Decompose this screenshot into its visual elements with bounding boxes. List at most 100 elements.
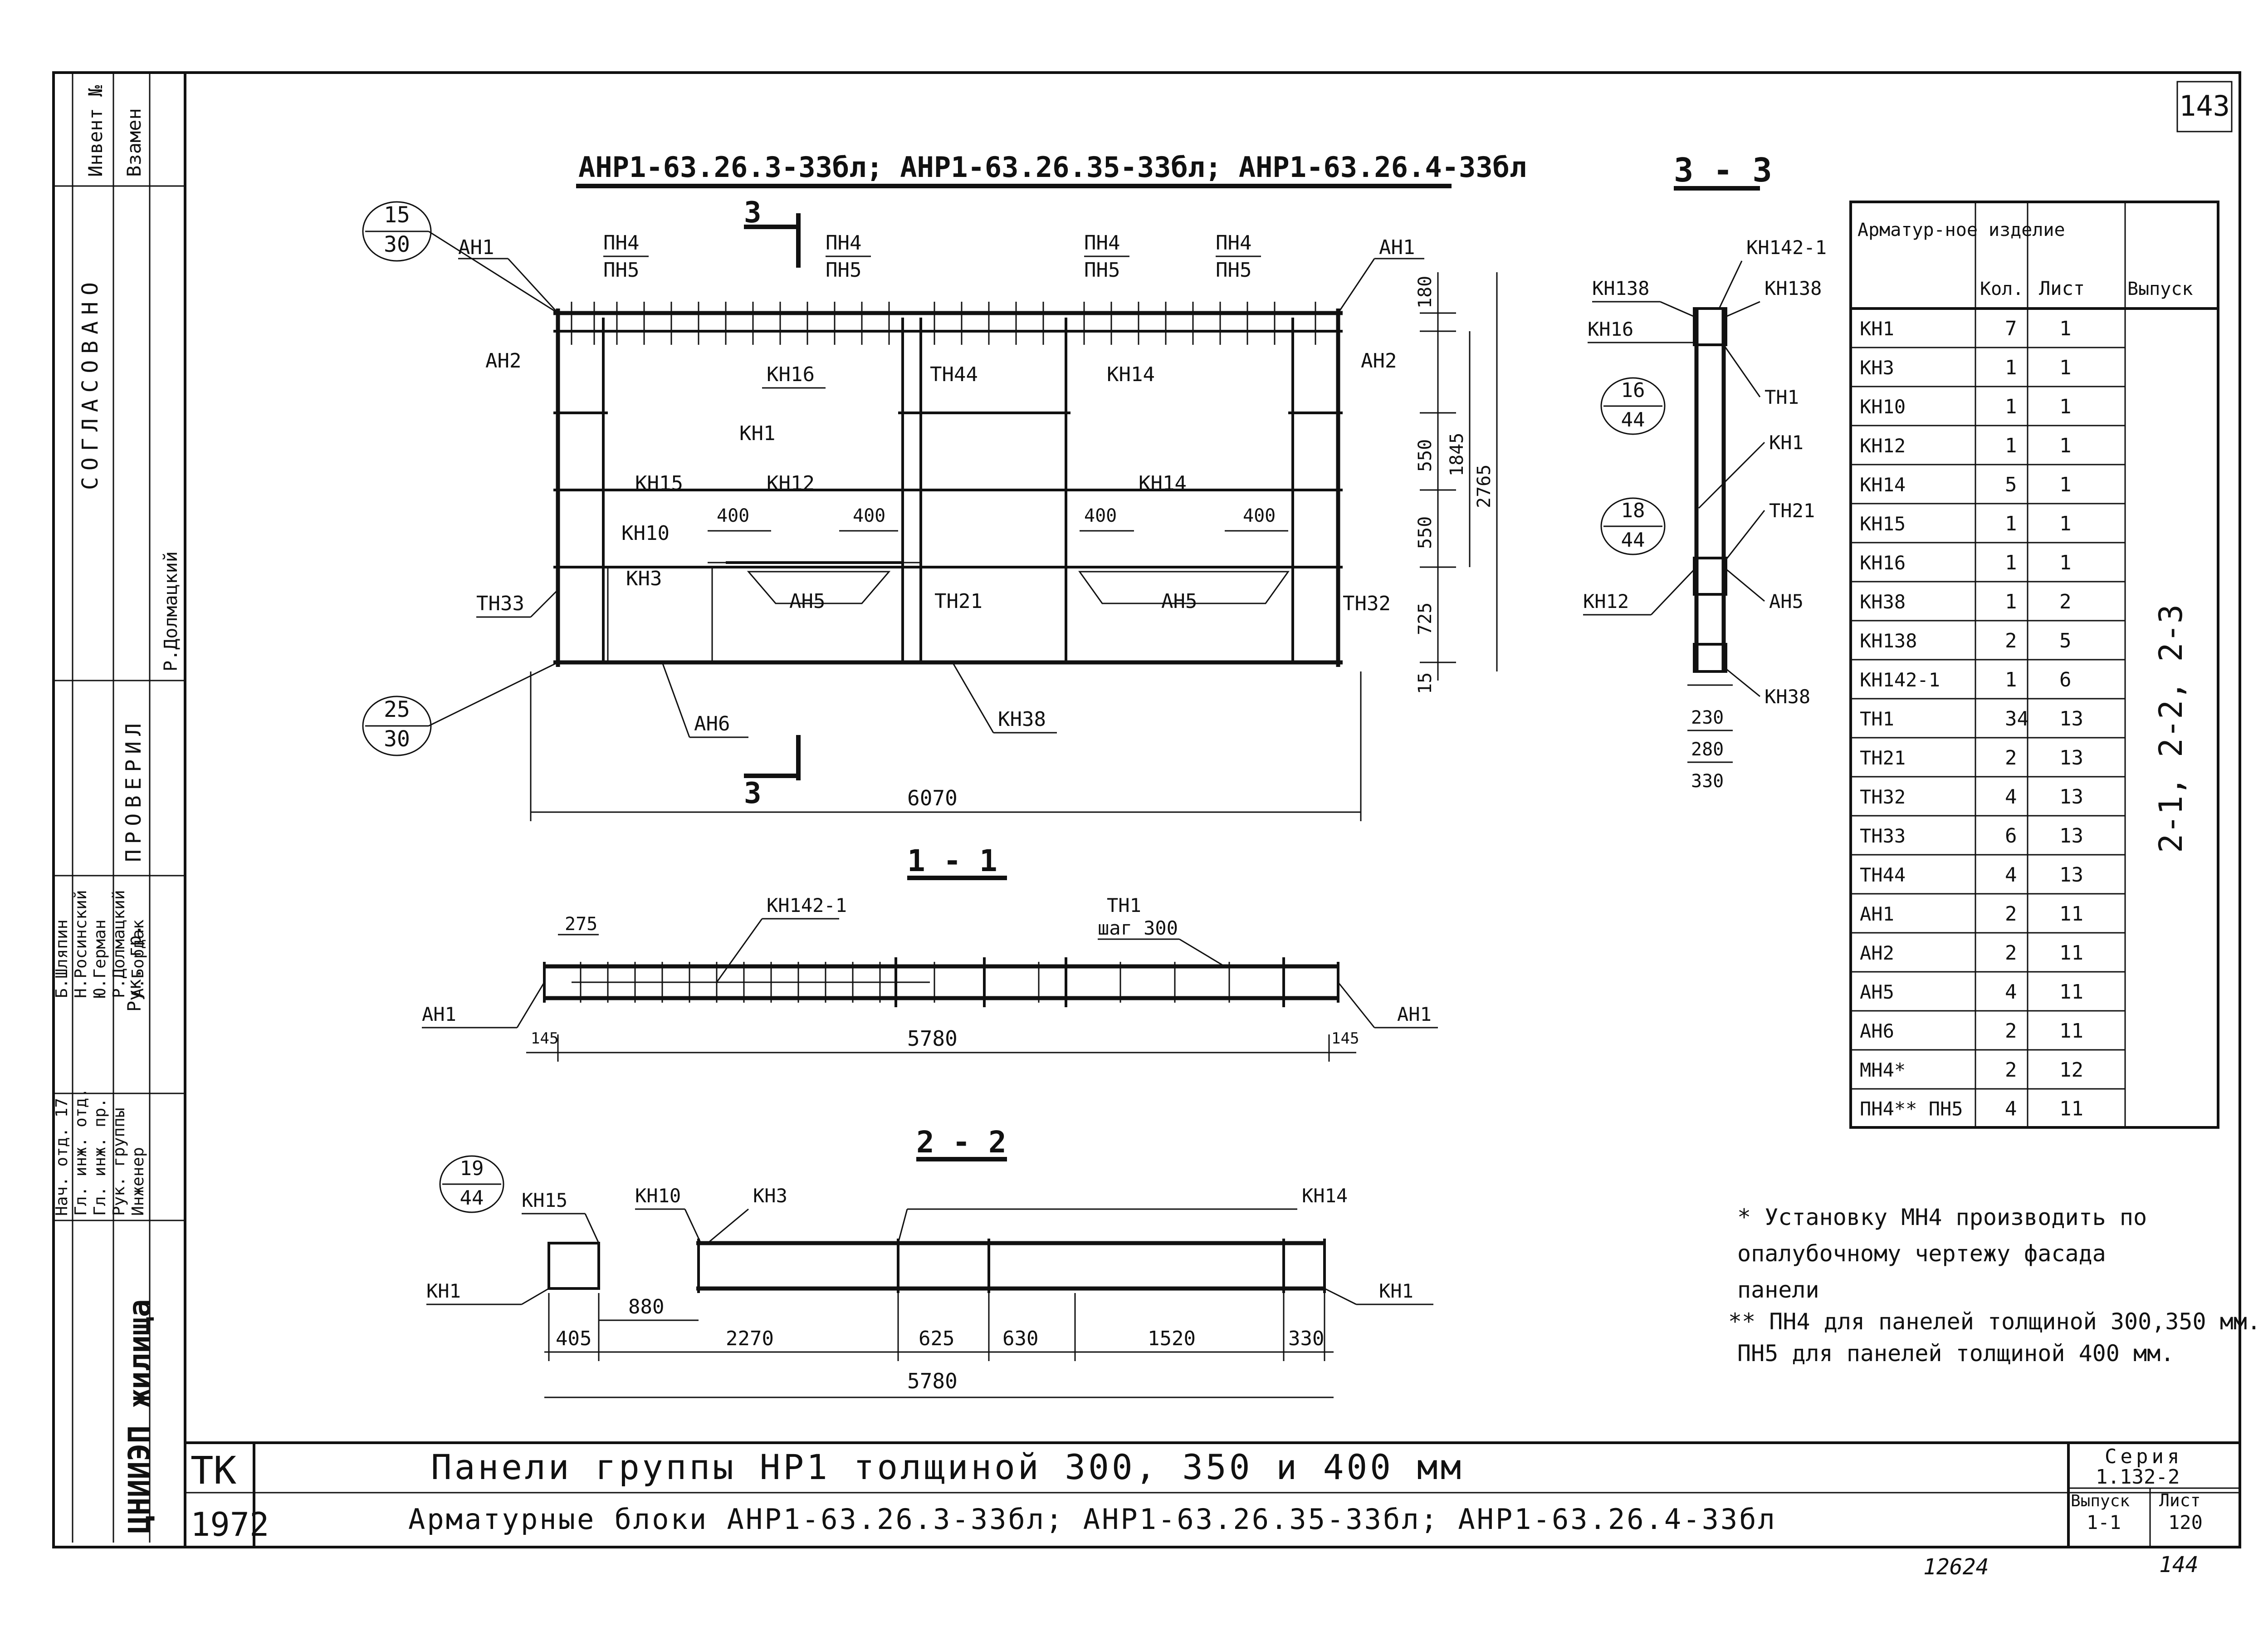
note-1-line-1: * Установку МН4 производить по <box>1737 1204 2147 1230</box>
spec-cell-item: ТН1 <box>1860 708 1894 730</box>
title-line-2: Арматурные блоки АНР1-63.26.3-33бл; АНР1… <box>408 1503 1777 1536</box>
spec-cell-sheet: 1 <box>2059 551 2072 574</box>
elevation-dimensions: 400 400 400 400 180 550 550 725 15 1845 … <box>530 272 1498 821</box>
spec-cell-sheet: 13 <box>2059 824 2083 848</box>
svg-text:550: 550 <box>1415 516 1436 549</box>
svg-text:АН2: АН2 <box>485 349 521 372</box>
spec-cell-item: КН142-1 <box>1860 669 1940 691</box>
svg-text:5780: 5780 <box>907 1369 958 1393</box>
svg-text:Р.Долмацкий: Р.Долмацкий <box>110 890 128 998</box>
svg-text:КН38: КН38 <box>998 708 1046 731</box>
svg-text:ПН4: ПН4 <box>603 231 639 255</box>
checker-role: Рук. гр. <box>124 924 145 1012</box>
svg-text:ПН4: ПН4 <box>826 231 861 255</box>
bottom-stamp-2: 144 <box>2159 1552 2199 1578</box>
spec-cell-qty: 2 <box>2005 1058 2017 1082</box>
spec-cell-qty: 34 <box>2005 707 2029 730</box>
svg-text:ТН21: ТН21 <box>1769 500 1815 522</box>
spec-cell-sheet: 11 <box>2059 902 2083 926</box>
spec-cell-qty: 1 <box>2005 395 2017 418</box>
section-1-1-stirrups <box>580 957 1285 1007</box>
page-number: 143 <box>2179 89 2230 122</box>
spec-cell-item: АН6 <box>1860 1020 1894 1042</box>
elevation-labels: АН1 ПН4 ПН5 ПН4 ПН5 ПН4 ПН5 ПН4 ПН5 АН1 … <box>458 231 1424 738</box>
spec-cell-sheet: 11 <box>2059 980 2083 1004</box>
svg-text:630: 630 <box>1002 1327 1038 1350</box>
svg-text:АН5: АН5 <box>1769 590 1804 612</box>
spec-cell-qty: 5 <box>2005 473 2017 496</box>
top-stirrups <box>571 302 1316 345</box>
svg-text:КН3: КН3 <box>753 1185 787 1207</box>
spec-cell-qty: 4 <box>2005 1097 2017 1121</box>
spec-cell-item: МН4* <box>1860 1059 1906 1081</box>
spec-cell-item: КН14 <box>1860 474 1906 496</box>
svg-text:550: 550 <box>1415 439 1436 472</box>
svg-text:30: 30 <box>384 726 410 752</box>
spec-cell-sheet: 2 <box>2059 590 2072 613</box>
svg-text:Н.Росинский: Н.Росинский <box>72 890 90 998</box>
svg-text:725: 725 <box>1415 603 1436 635</box>
spec-cell-sheet: 1 <box>2059 356 2072 379</box>
svg-text:3: 3 <box>744 777 762 810</box>
svg-text:Ю.Герман: Ю.Герман <box>91 920 109 998</box>
series-value: 1.132-2 <box>2096 1465 2180 1489</box>
spec-cell-item: КН16 <box>1860 552 1906 574</box>
svg-text:18: 18 <box>1621 499 1645 522</box>
svg-text:КН12: КН12 <box>767 472 815 495</box>
signature-names: Б.Шляпин Н.Росинский Ю.Герман Р.Долмацки… <box>53 890 147 998</box>
spec-cell-qty: 2 <box>2005 629 2017 652</box>
svg-text:КН1: КН1 <box>739 422 775 445</box>
spec-cell-item: АН2 <box>1860 942 1894 964</box>
svg-text:25: 25 <box>384 697 410 722</box>
svg-text:ПН5: ПН5 <box>1084 259 1120 282</box>
spec-cell-sheet: 11 <box>2059 941 2083 965</box>
spec-cell-qty: 1 <box>2005 668 2017 691</box>
svg-text:145: 145 <box>1331 1029 1359 1048</box>
svg-text:Б.Шляпин: Б.Шляпин <box>53 920 71 998</box>
svg-text:КН12: КН12 <box>1583 590 1629 612</box>
bottom-stamp: 12624 <box>1923 1554 1989 1580</box>
svg-text:КН16: КН16 <box>1588 318 1633 340</box>
inventory-label: Инвент № <box>84 85 107 177</box>
svg-text:шаг 300: шаг 300 <box>1098 917 1178 939</box>
callout-25-30: 25 30 <box>362 661 558 756</box>
svg-text:Гл. инж. пр.: Гл. инж. пр. <box>91 1098 109 1216</box>
svg-text:ТН32: ТН32 <box>1343 592 1391 615</box>
note-2-line-2: ПН5 для панелей толщиной 400 мм. <box>1737 1340 2174 1367</box>
spec-cell-item: ТН32 <box>1860 786 1906 808</box>
spec-cell-qty: 7 <box>2005 317 2017 340</box>
svg-text:145: 145 <box>531 1029 558 1048</box>
elevation-view: АНР1-63.26.3-33бл; АНР1-63.26.35-33бл; А… <box>362 151 1526 821</box>
svg-text:КН138: КН138 <box>1592 277 1649 299</box>
svg-text:КН15: КН15 <box>635 472 683 495</box>
svg-text:ТН1: ТН1 <box>1765 386 1799 408</box>
callout-15-30: 15 30 <box>362 201 558 314</box>
svg-text:15: 15 <box>1415 672 1436 694</box>
svg-text:АН5: АН5 <box>1161 590 1197 613</box>
checked-label: ПРОВЕРИЛ <box>121 718 146 862</box>
svg-text:2270: 2270 <box>726 1327 774 1350</box>
svg-text:АН1: АН1 <box>458 236 494 259</box>
svg-text:Инженер: Инженер <box>129 1147 147 1216</box>
note-2-line-1: ** ПН4 для панелей толщиной 300,350 мм. <box>1728 1308 2261 1335</box>
svg-text:880: 880 <box>628 1295 664 1318</box>
replaces-label: Взамен <box>123 108 145 177</box>
note-1-line-2: опалубочному чертежу фасада <box>1737 1240 2106 1267</box>
svg-text:КН15: КН15 <box>522 1189 567 1211</box>
svg-text:400: 400 <box>853 505 885 526</box>
svg-text:КН14: КН14 <box>1139 472 1187 495</box>
spec-cell-sheet: 6 <box>2059 668 2072 691</box>
release-value: 1-1 <box>2087 1511 2121 1533</box>
svg-text:330: 330 <box>1691 771 1724 792</box>
svg-text:ТН21: ТН21 <box>934 590 982 613</box>
release-label: Выпуск <box>2071 1492 2130 1510</box>
spec-cell-qty: 2 <box>2005 746 2017 769</box>
svg-text:ПН5: ПН5 <box>826 259 861 282</box>
note-1-line-3: панели <box>1737 1277 1819 1303</box>
svg-text:АН5: АН5 <box>789 590 825 613</box>
spec-cell-item: КН1 <box>1860 318 1894 340</box>
series-label: Серия <box>2105 1445 2183 1468</box>
spec-cell-sheet: 11 <box>2059 1019 2083 1043</box>
svg-text:КН142-1: КН142-1 <box>1746 236 1827 259</box>
